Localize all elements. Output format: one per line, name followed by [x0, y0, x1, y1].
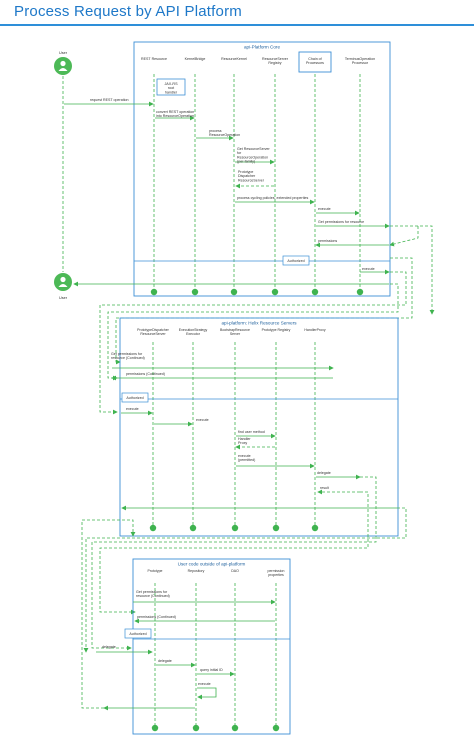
section-helix-frame: [119, 317, 399, 537]
link-helix-to-user-2: [99, 491, 369, 615]
lifeline-helix-0-end: [149, 524, 157, 532]
lifeline-helix-2-end: [231, 524, 239, 532]
section-helix-frame-title: api-platform: Helix Resource Servers: [221, 321, 297, 326]
lifeline-core-4-end: [311, 288, 319, 296]
msg-core-getperms-continue: [390, 225, 435, 315]
title-bar: Process Request by API Platform: [0, 0, 474, 26]
section-core-frame: [133, 41, 391, 297]
participant-chain-box: [298, 51, 332, 73]
participant-core-2: ResourceKernel: [221, 57, 247, 61]
helix-guard: [121, 392, 149, 403]
msg-core-request-label: request REST operation: [90, 98, 129, 102]
msg-helix-delegate-label: delegate: [317, 471, 331, 475]
participant-user-0: Prototype: [148, 569, 163, 573]
lifeline-core-1-end: [191, 288, 199, 296]
lifeline-user-3-end: [272, 724, 280, 732]
lifeline-core-2-end: [230, 288, 238, 296]
msg-user-delegate-label: delegate: [102, 645, 116, 649]
participant-helix-3: Prototype Registry: [262, 328, 291, 332]
participant-helix-4: HandlerProxy: [304, 328, 325, 332]
user-guard-label: Authorized: [129, 632, 146, 636]
msg-user-delegate2-label: delegate: [158, 659, 172, 663]
msg-helix-permissions-label: permissions (Continued): [126, 372, 165, 376]
msg-user-query-label: query initial ID: [200, 668, 223, 672]
msg-user-execute-label: execute: [198, 682, 211, 686]
page-title: Process Request by API Platform: [14, 3, 242, 20]
link-core-to-helix-3: [115, 257, 413, 365]
section-core-frame-title: api-Platform Core: [244, 45, 280, 50]
link-helix-to-user-1: [91, 476, 377, 651]
participant-user-2: DAO: [231, 569, 239, 573]
user-top-label: User: [59, 51, 68, 55]
msg-core-permissions-label: permissions: [318, 239, 337, 243]
msg-core-getperms-label: Get permissions for resource: [318, 220, 364, 224]
user-top-head: [60, 60, 66, 67]
msg-helix-result-label: result: [320, 486, 329, 490]
participant-core-0: REST Resource: [141, 57, 167, 61]
core-guard-label: Authorized: [287, 259, 304, 263]
lifeline-core-0-end: [150, 288, 158, 296]
lifeline-user-1-end: [192, 724, 200, 732]
section-usercode-frame-title: User code outside of api-platform: [178, 562, 246, 567]
user-guard: [124, 628, 152, 639]
section-usercode-frame: [132, 558, 291, 735]
msg-core-permissions-return: [389, 226, 419, 247]
link-core-to-helix-1: [99, 271, 407, 415]
lifeline-user-0-end: [151, 724, 159, 732]
user-top-body: [58, 68, 68, 71]
msg-helix-execute-label: execute: [126, 407, 139, 411]
link-user-return-up: [81, 519, 136, 709]
core-guard: [282, 255, 310, 266]
msg-helix-execute2-label: execute: [196, 418, 209, 422]
msg-user-permissions-label: permissions (Continued): [137, 615, 176, 619]
msg-helix-permitted-label: execute(permitted): [238, 454, 255, 462]
user-bottom-label: User: [59, 296, 68, 300]
msg-core-execute2-label: execute: [362, 267, 375, 271]
msg-core-cycling-label: process cycling policies, extended prope…: [237, 196, 309, 200]
link-helix-to-user-3: [83, 507, 407, 653]
lifeline-core-5-end: [356, 288, 364, 296]
lifeline-helix-4-end: [311, 524, 319, 532]
participant-user-1: Repository: [188, 569, 205, 573]
msg-core-execute-label: execute: [318, 207, 331, 211]
handler-note-box: [156, 78, 186, 96]
msg-user-execute-self: [197, 687, 217, 700]
user-bottom-head: [60, 276, 66, 283]
participant-core-1: KernelBridge: [185, 57, 206, 61]
link-core-to-helix-2: [107, 283, 399, 381]
user-bottom-body: [58, 284, 68, 287]
lifeline-helix-3-end: [272, 524, 280, 532]
helix-guard-label: Authorized: [126, 396, 143, 400]
lifeline-core-3-end: [271, 288, 279, 296]
lifeline-user-2-end: [231, 724, 239, 732]
lifeline-helix-1-end: [189, 524, 197, 532]
msg-helix-find-label: find user method: [238, 430, 265, 434]
title-divider: [0, 24, 474, 26]
